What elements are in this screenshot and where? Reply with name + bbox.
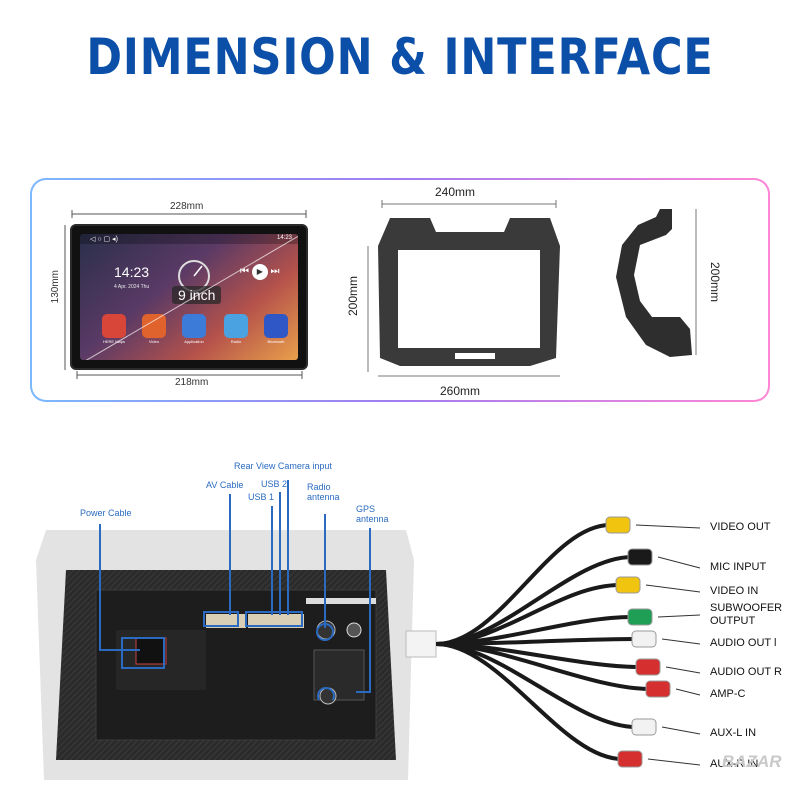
rca-cable-harness [405, 516, 701, 768]
rca-label: AUX-R IN [710, 758, 759, 770]
dash-frame-front [367, 200, 560, 377]
app-label: Video [148, 339, 160, 344]
bluetooth-icon [264, 314, 288, 338]
rca-pointer [657, 614, 701, 618]
rca-label: VIDEO IN [710, 585, 759, 597]
radio-icon [224, 314, 248, 338]
watermark: BAZAR [722, 752, 782, 771]
usb1-label: USB 1 [248, 492, 275, 502]
app-label: Radio [230, 339, 242, 344]
rca-pointer [661, 638, 701, 645]
app-label: Bluetooth [267, 339, 285, 344]
rca-label: AUDIO OUT l [710, 637, 777, 649]
usb2-label: USB 2 [261, 479, 288, 489]
media-controls: ⏮ ▶ ⏭ [240, 264, 280, 280]
status-bar: ◁ ○ ▢ ◂) 14:23 [80, 234, 298, 244]
rca-label: AUX-L IN [710, 727, 757, 739]
rca-pointer [665, 666, 701, 674]
head-unit-rear [36, 530, 414, 780]
rca-pointer [635, 524, 701, 529]
screen-bottom-label: 218mm [175, 377, 209, 388]
rca-plug [605, 516, 631, 534]
clock-date: 4 Apr. 2024 Thu [114, 284, 150, 290]
rca-pointer [645, 584, 701, 593]
screen-size-badge: 9 inch [172, 286, 222, 304]
power-cable-label: Power Cable [80, 508, 132, 518]
rca-pointer [647, 758, 701, 766]
rca-pointer [657, 556, 701, 569]
rca-plug [631, 630, 657, 648]
application-icon [182, 314, 206, 338]
screen-bottom-line [76, 371, 303, 379]
play-icon: ▶ [251, 264, 268, 280]
harness-plug [405, 630, 437, 658]
rca-plug [635, 658, 661, 676]
screen-width-label: 228mm [170, 201, 204, 212]
head-unit-screen: ◁ ○ ▢ ◂) 14:23 14:23 4 Apr. 2024 Thu 9 i… [70, 224, 308, 370]
rca-plug [631, 718, 657, 736]
rca-wire [435, 642, 623, 761]
app-label: HERE Maps [102, 339, 125, 344]
frame-bottom-label: 260mm [440, 384, 481, 398]
app-label: Application [184, 339, 204, 344]
rca-plug [627, 608, 653, 626]
rca-label: MIC INPUT [710, 561, 767, 573]
page-title: DIMENSION & INTERFACE [86, 28, 714, 86]
connector-callouts [99, 480, 371, 700]
screen-width-line [71, 210, 307, 218]
maps-icon [102, 314, 126, 338]
rca-label: SUBWOOFER OUTPUT [710, 602, 783, 627]
rear-camera-label: Rear View Camera input [234, 461, 332, 471]
rca-label: VIDEO OUT [710, 521, 771, 533]
rca-pointer [661, 726, 701, 735]
screen-height-line [64, 225, 66, 370]
rca-wire [435, 523, 611, 646]
clock-time: 14:23 [114, 264, 150, 280]
dash-frame-side [616, 209, 697, 357]
frame-top-label: 240mm [435, 185, 476, 199]
rca-plug [627, 548, 653, 566]
frame-height-label: 200mm [346, 276, 360, 317]
video-icon [142, 314, 166, 338]
side-height-label: 200mm [708, 262, 722, 303]
rca-pointer [675, 688, 701, 696]
av-cable-label: AV Cable [206, 480, 244, 490]
rca-plug [645, 680, 671, 698]
rca-label: AMP-C [710, 688, 746, 700]
rca-plug [615, 576, 641, 594]
rca-plug [617, 750, 643, 768]
rca-label: AUDIO OUT R [710, 666, 782, 678]
